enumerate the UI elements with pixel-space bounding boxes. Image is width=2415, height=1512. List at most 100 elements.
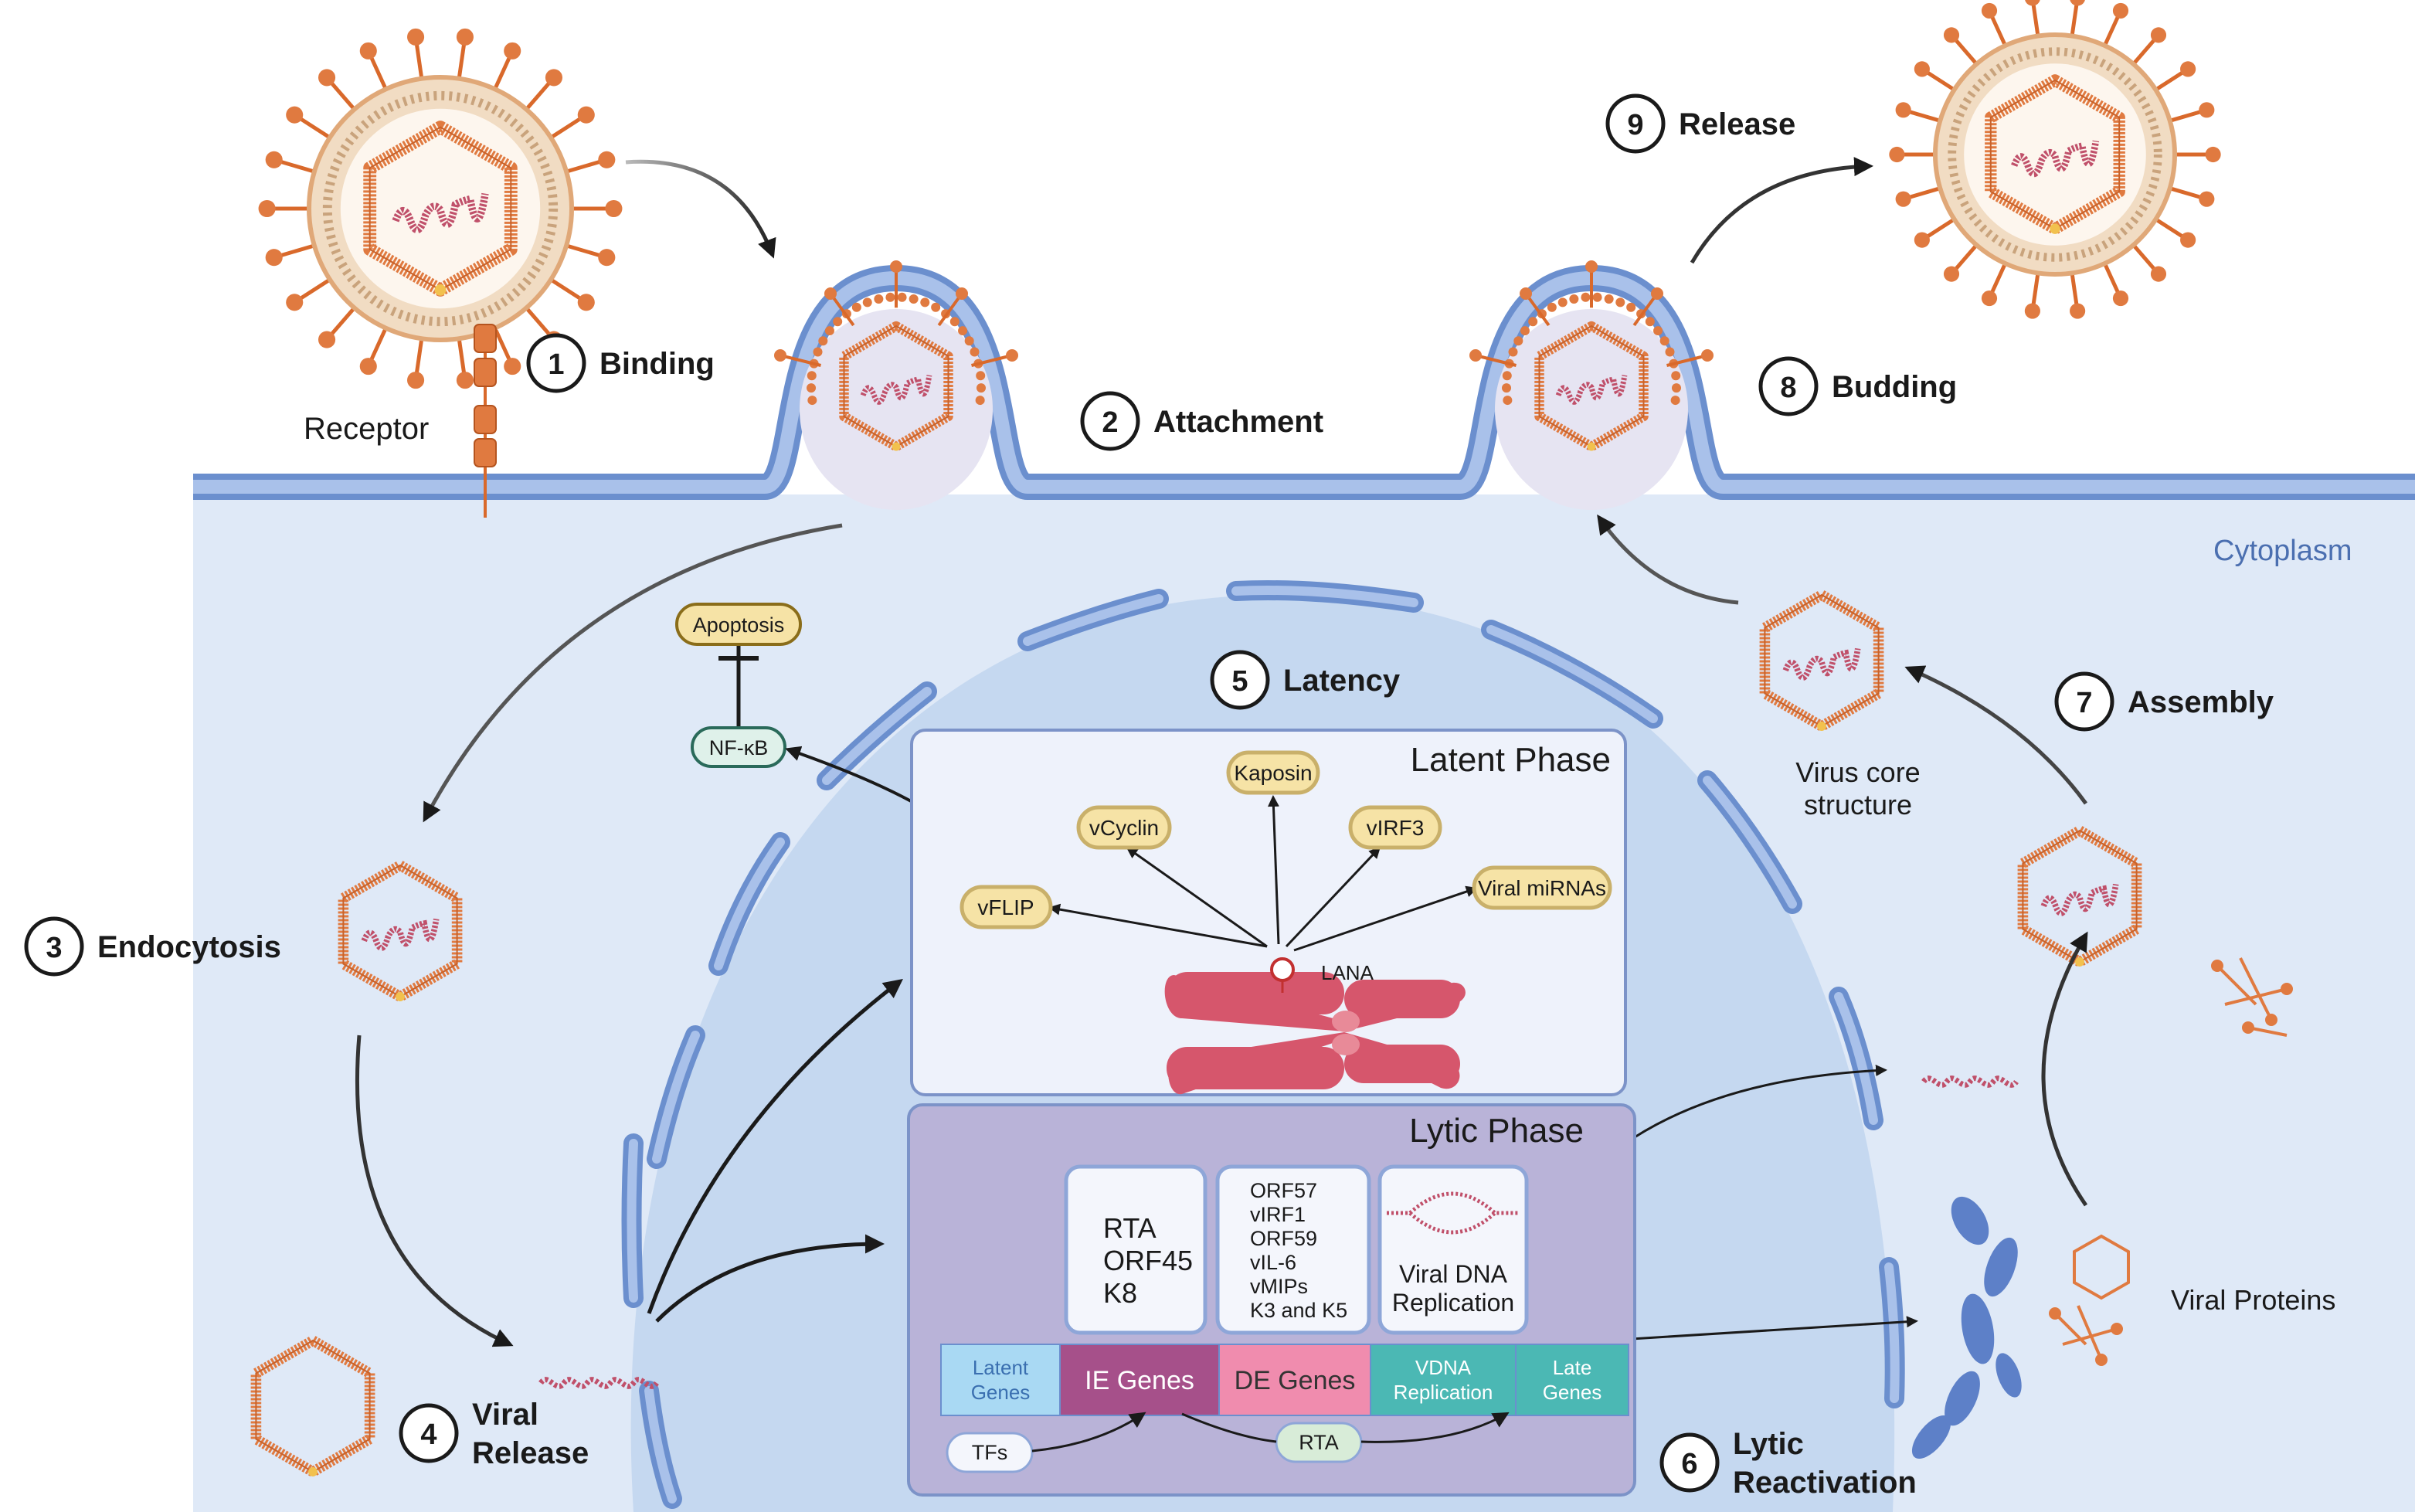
svg-text:ORF45: ORF45	[1103, 1245, 1193, 1276]
rta-label: RTA	[1299, 1431, 1339, 1454]
step-number: 7	[2076, 687, 2092, 719]
tfs-pill	[946, 1432, 1034, 1473]
step-number: 3	[46, 932, 62, 964]
gene-bar-label: Latent	[973, 1356, 1029, 1379]
svg-text:K3 and K5: K3 and K5	[1250, 1299, 1347, 1322]
gene-bar-segment	[1515, 1344, 1629, 1416]
host-chromosome-icon	[1164, 957, 1466, 1095]
virus-core-label-1: Virus core	[1795, 756, 1920, 788]
arrow-core-to-budding	[1597, 514, 1739, 605]
svg-text:vIRF3: vIRF3	[1367, 816, 1425, 840]
step-number: 9	[1627, 109, 1643, 141]
gene-virf3: vIRF3	[1348, 805, 1442, 850]
cytoplasm-label: Cytoplasm	[2213, 535, 2352, 567]
viral-dna-release-icon	[538, 1377, 659, 1389]
viral-proteins-icon	[2049, 957, 2293, 1366]
de-genes-box	[1215, 1164, 1371, 1335]
svg-text:Replication: Replication	[1392, 1289, 1514, 1317]
latent-phase-title: Latent Phase	[1411, 741, 1611, 779]
nfkb-pill	[691, 726, 786, 768]
gene-kaposin: Kaposin	[1226, 750, 1320, 795]
gene-bar-label: Genes	[1543, 1381, 1602, 1404]
arrow-budding-to-release	[1690, 157, 1873, 264]
step-number-circle	[526, 333, 586, 393]
svg-text:vIL-6: vIL-6	[1250, 1251, 1296, 1274]
arrow-endocytosis-to-release	[355, 1035, 514, 1347]
step-label: Assembly	[2128, 685, 2274, 719]
svg-text:Viral DNA: Viral DNA	[1399, 1260, 1508, 1288]
step-label: Budding	[1832, 370, 1957, 404]
arrow-release-to-latency	[647, 978, 903, 1314]
svg-text:K8: K8	[1103, 1277, 1137, 1309]
gene-viral-mirnas: Viral miRNAs	[1472, 865, 1612, 910]
receptor-icon	[474, 324, 497, 518]
gene-bar-segment	[1218, 1344, 1371, 1416]
step-number-circle	[1659, 1432, 1720, 1493]
step-label: Release	[1679, 107, 1795, 141]
step-label: Binding	[600, 347, 715, 381]
step-label: Endocytosis	[97, 930, 281, 964]
gene-bar-segment	[1370, 1344, 1517, 1416]
virus-core-label-2: structure	[1804, 789, 1912, 821]
step-number-circle	[399, 1403, 459, 1463]
gene-bar-label: Replication	[1394, 1381, 1493, 1404]
gene-bar-label: VDNA	[1415, 1356, 1472, 1379]
svg-text:ORF57: ORF57	[1250, 1179, 1317, 1202]
step-label: Release	[472, 1436, 589, 1470]
gene-vflip: vFLIP	[960, 885, 1053, 929]
ie-genes-box	[1064, 1164, 1208, 1335]
arrow-assembly-to-core	[1904, 665, 2088, 805]
arrow-release-to-lytic	[655, 1234, 885, 1323]
step-number: 5	[1231, 665, 1248, 698]
virus-core-capsid-icon	[1759, 590, 1884, 732]
step-number: 1	[548, 348, 564, 381]
svg-text:vMIPs: vMIPs	[1250, 1275, 1308, 1298]
step-number-circle	[1210, 650, 1270, 710]
step-number: 2	[1102, 406, 1118, 439]
virion-released-icon	[1889, 0, 2221, 319]
empty-capsid-icon	[250, 1335, 375, 1477]
arrow-proteins-to-assembly	[2041, 931, 2088, 1207]
svg-text:vFLIP: vFLIP	[977, 895, 1034, 919]
svg-text:RTA: RTA	[1103, 1212, 1157, 1244]
lytic-phase-title: Lytic Phase	[1409, 1112, 1584, 1150]
viral-proteins-label: Viral Proteins	[2171, 1284, 2335, 1316]
step-number: 4	[420, 1419, 436, 1451]
svg-text:vCyclin: vCyclin	[1089, 816, 1159, 840]
tfs-label: TFs	[972, 1441, 1008, 1464]
step-number-circle	[1605, 93, 1666, 154]
gene-bar-label: IE Genes	[1085, 1366, 1194, 1395]
step-number: 8	[1780, 372, 1796, 404]
step-number-circle	[24, 916, 84, 977]
virion-budding-icon	[1469, 260, 1714, 452]
step-label: Reactivation	[1733, 1466, 1917, 1500]
gene-bar-label: Genes	[971, 1381, 1031, 1404]
arrow-binding-to-attachment	[625, 159, 776, 259]
apoptosis-pill	[675, 603, 802, 646]
virion-binding-icon	[258, 28, 623, 389]
gene-bar-label: DE Genes	[1235, 1366, 1356, 1395]
step-label: Viral	[472, 1398, 538, 1432]
step-label: Latency	[1283, 664, 1401, 698]
step-number-circle	[1080, 391, 1140, 451]
gene-bar-segment	[1059, 1344, 1220, 1416]
latent-gene-arrows	[1048, 795, 1478, 952]
virion-attachment-icon	[774, 260, 1018, 452]
plasma-membrane	[193, 265, 2415, 500]
endoplasmic-reticulum-icon	[1911, 1196, 2022, 1459]
flow-arrows	[355, 157, 2088, 1347]
svg-text:ORF59: ORF59	[1250, 1227, 1317, 1250]
viral-dna-cytoplasm-icon	[1921, 1075, 2019, 1088]
receptor-label: Receptor	[304, 412, 429, 446]
gene-bar-segment	[940, 1344, 1061, 1416]
step-number: 6	[1681, 1448, 1697, 1480]
step-number-circle	[2054, 671, 2114, 732]
step-label: Lytic	[1733, 1427, 1804, 1461]
svg-text:Kaposin: Kaposin	[1234, 761, 1312, 785]
assembly-capsid-icon	[2017, 825, 2142, 967]
step-number-circle	[1758, 356, 1819, 416]
nfkb-label: NF-κB	[709, 736, 769, 759]
